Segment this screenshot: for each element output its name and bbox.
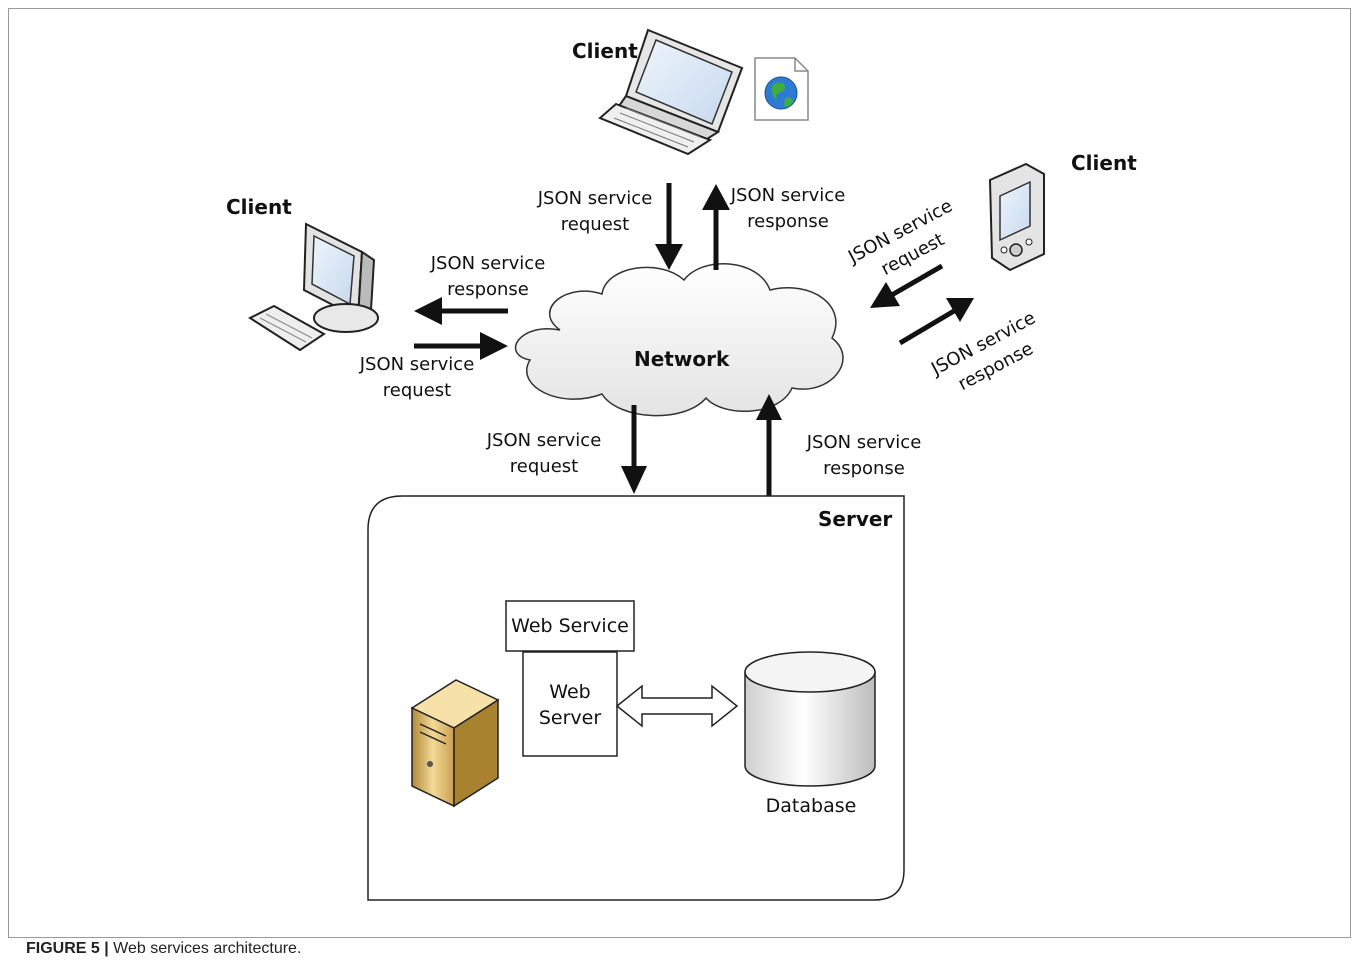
server-response-label: JSON service response	[806, 432, 922, 479]
desktop-client: Client	[226, 195, 379, 352]
svg-text:response: response	[447, 279, 529, 300]
server-request-arrow	[621, 405, 647, 494]
svg-text:JSON service: JSON service	[806, 432, 922, 453]
svg-text:JSON service: JSON service	[359, 354, 475, 375]
server-tower-icon	[410, 679, 500, 808]
server-label: Server	[818, 507, 892, 531]
web-service-label: Web Service	[511, 615, 629, 637]
laptop-request-label: JSON service request	[537, 188, 653, 235]
mobile-response-arrow	[898, 298, 974, 346]
svg-text:JSON service: JSON service	[537, 188, 653, 209]
database-icon	[744, 651, 876, 787]
laptop-request-arrow	[655, 183, 683, 270]
svg-text:request: request	[510, 456, 578, 477]
web-service-box	[505, 600, 635, 652]
database-label: Database	[766, 795, 857, 817]
server-box: Server Web Service Web Server Database	[367, 495, 905, 901]
mobile-request-arrow	[870, 263, 944, 308]
desktop-client-label: Client	[226, 195, 292, 219]
web-server-label-line1: Web	[549, 681, 590, 703]
message-arrows	[414, 183, 974, 496]
caption-label: FIGURE 5 |	[26, 940, 109, 957]
web-server-box	[522, 651, 618, 757]
mobile-client: Client	[988, 151, 1137, 272]
laptop-client-label: Client	[572, 39, 638, 63]
mobile-device-icon	[988, 162, 1045, 272]
server-response-arrow	[756, 394, 782, 496]
network-cloud: Network	[514, 263, 844, 417]
svg-text:JSON service: JSON service	[730, 185, 846, 206]
server-request-label: JSON service request	[486, 430, 602, 477]
laptop-client: Client	[572, 28, 809, 156]
caption-text: Web services architecture.	[108, 940, 302, 957]
svg-text:JSON service: JSON service	[430, 253, 546, 274]
web-server-label-line2: Server	[539, 707, 601, 729]
svg-text:response: response	[823, 458, 905, 479]
desktop-request-arrow	[414, 332, 508, 360]
mobile-response-label: JSON service response	[927, 307, 1039, 395]
laptop-response-arrow	[702, 184, 730, 270]
figure-frame	[8, 8, 1351, 938]
desktop-response-label: JSON service response	[430, 253, 546, 300]
laptop-response-label: JSON service response	[730, 185, 846, 232]
svg-text:request: request	[383, 380, 451, 401]
bidirectional-arrow-icon	[615, 684, 739, 728]
figure-caption: FIGURE 5 | Web services architecture.	[26, 940, 301, 958]
mobile-client-label: Client	[1071, 151, 1137, 175]
laptop-icon	[598, 28, 744, 156]
svg-text:JSON service: JSON service	[486, 430, 602, 451]
desktop-response-arrow	[414, 297, 508, 325]
mobile-request-label: JSON service request	[844, 195, 956, 279]
web-page-icon	[754, 57, 809, 121]
desktop-computer-icon	[247, 222, 379, 352]
svg-text:response: response	[747, 211, 829, 232]
desktop-request-label: JSON service request	[359, 354, 475, 401]
svg-text:request: request	[561, 214, 629, 235]
network-label: Network	[634, 347, 730, 371]
